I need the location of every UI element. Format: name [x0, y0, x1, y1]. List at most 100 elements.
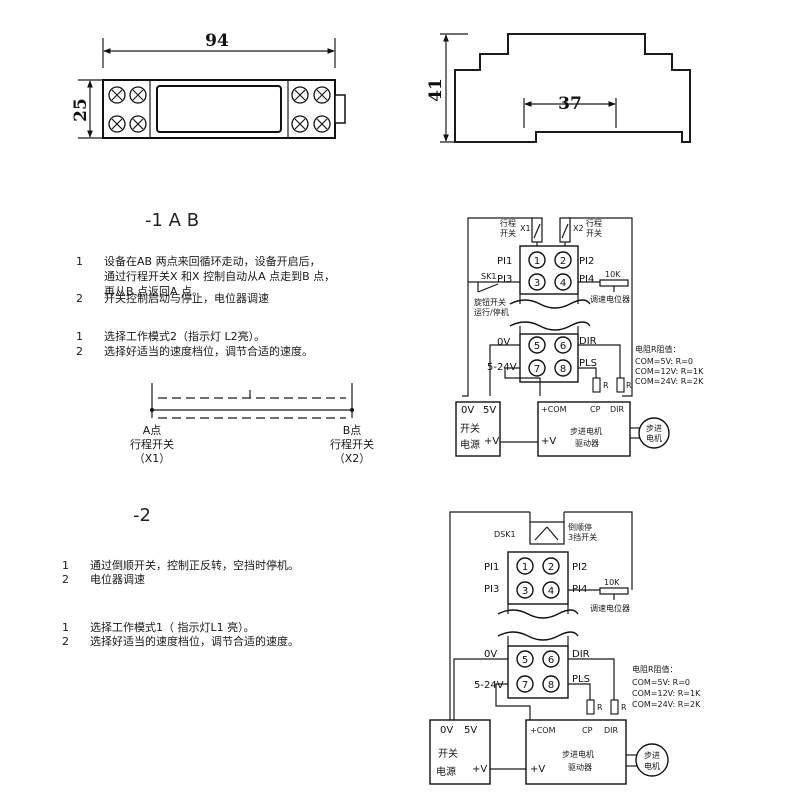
res-row-1-1: COM=5V: R=0 — [635, 357, 693, 366]
item-1-number: 1 — [76, 255, 83, 268]
s2-step-2-text: 选择好适当的速度档位，调节合适的速度。 — [90, 634, 299, 648]
drv-name-1: 步进电机 — [570, 426, 602, 436]
terminal-2-7: 7 — [516, 675, 534, 693]
terminal-2-4: 4 — [542, 581, 560, 599]
section-2-text: -2 1 通过倒顺开关，控制正反转，空挡时停机。 2 电位器调速 1 选择工作模… — [62, 505, 299, 648]
res-row-1-3: COM=24V: R=2K — [635, 377, 704, 386]
s2-item-1-text: 通过倒顺开关，控制正反转，空挡时停机。 — [90, 558, 299, 572]
drv-plus: +V — [541, 436, 556, 447]
s2-item-2-text: 电位器调速 — [90, 572, 145, 586]
ov-label: 0V — [497, 337, 510, 348]
drv2-name-1: 步进电机 — [562, 749, 594, 759]
rail-dimension: 37 — [558, 94, 582, 114]
terminal-2-6: 6 — [542, 650, 560, 668]
s2-step-1-number: 1 — [62, 621, 69, 634]
terminal-7: 7 — [528, 359, 546, 377]
svg-text:3: 3 — [534, 278, 540, 289]
motor-1 — [638, 417, 670, 449]
item-2-number: 2 — [76, 292, 83, 305]
svg-text:4: 4 — [560, 278, 566, 289]
r2-label: R — [626, 381, 632, 390]
svg-text:6: 6 — [548, 655, 554, 666]
pls-label: PLS — [579, 358, 597, 369]
travel-path-diagram: A点 行程开关 （X1） B点 行程开关 （X2） — [130, 383, 374, 465]
item-1-line-1: 设备在AB 两点来回循环走动，设备开启后， — [104, 254, 321, 268]
res-row-2-1: COM=5V: R=0 — [632, 678, 690, 687]
terminal-2-2: 2 — [542, 557, 560, 575]
motor-2-label-2: 电机 — [644, 761, 660, 771]
dsk1-desc-2: 3挡开关 — [568, 532, 597, 542]
terminal-2-5: 5 — [516, 650, 534, 668]
sk1-label: SK1 — [481, 272, 496, 281]
drv-com: +COM — [541, 405, 567, 414]
drv2-dir: DIR — [604, 726, 619, 735]
point-a-id: （X1） — [134, 452, 171, 465]
svg-text:1: 1 — [534, 256, 540, 267]
sk1-desc-1: 旋钮开关 — [474, 297, 506, 307]
terminal-8: 8 — [554, 359, 572, 377]
terminal-2-1: 1 — [516, 557, 534, 575]
terminal-1: 1 — [528, 251, 546, 269]
psu2-plus: +V — [472, 764, 487, 775]
psu-0v: 0V — [461, 405, 474, 416]
depth-dimension: 41 — [426, 78, 446, 102]
point-b-id: （X2） — [334, 452, 371, 465]
pin2-pi2: PI2 — [572, 562, 587, 573]
terminal-2-8: 8 — [542, 675, 560, 693]
drv2-plus: +V — [530, 764, 545, 775]
pin2-pi1: PI1 — [484, 562, 499, 573]
motor-1-label-1: 步进 — [646, 424, 662, 433]
sk1-desc-2: 运行/停机 — [474, 307, 509, 317]
dsk1-desc-1: 倒顺停 — [568, 522, 592, 532]
module-front-view: 94 25 — [71, 31, 346, 139]
item-1-line-3: 再从B 点返回A 点。 — [104, 285, 203, 298]
motor-1-label-2: 电机 — [646, 433, 662, 443]
psu2-name-2: 电源 — [436, 765, 456, 778]
dir2-label: DIR — [572, 649, 590, 660]
res-row-1-2: COM=12V: R=1K — [635, 367, 704, 376]
psu-plus: +V — [484, 436, 499, 447]
pin-pi3: PI3 — [497, 274, 512, 285]
pls2-label: PLS — [572, 674, 590, 685]
limit-switch-label-left-1: 行程 — [500, 218, 516, 228]
step-2-number: 2 — [76, 345, 83, 358]
section-1-text: -1 A B 1 设备在AB 两点来回循环走动，设备开启后， 通过行程开关X 和… — [76, 210, 335, 358]
psu2-name-1: 开关 — [438, 747, 458, 760]
drv-cp: CP — [590, 405, 601, 414]
res-row-2-2: COM=12V: R=1K — [632, 689, 701, 698]
s2-item-2-number: 2 — [62, 573, 69, 586]
step-1-number: 1 — [76, 330, 83, 343]
x1-label: X1 — [520, 224, 531, 233]
height-dimension: 25 — [71, 98, 91, 122]
psu-name-1: 开关 — [460, 422, 480, 435]
svg-text:8: 8 — [548, 680, 554, 691]
item-2-line-1: 开关控制启动与停止，电位器调速 — [104, 291, 269, 305]
pot2-label: 调速电位器 — [590, 603, 630, 613]
psu-5v: 5V — [483, 405, 496, 416]
pin-pi2: PI2 — [579, 256, 594, 267]
psu-name-2: 电源 — [460, 438, 480, 451]
motor-2 — [635, 743, 669, 777]
section-1-heading: -1 A B — [145, 210, 199, 231]
x2-label: X2 — [573, 224, 584, 233]
wiring-diagram-2: DSK1 倒顺停 3挡开关 1 2 3 4 PI1 PI2 PI3 PI4 10… — [429, 511, 701, 785]
supply-label: 5-24V — [487, 362, 517, 373]
dsk1-label: DSK1 — [494, 530, 516, 539]
point-b-label: B点 — [343, 424, 362, 437]
svg-text:5: 5 — [522, 655, 528, 666]
section-2-heading: -2 — [133, 505, 151, 526]
drv2-cp: CP — [582, 726, 593, 735]
pin2-pi3: PI3 — [484, 584, 499, 595]
pin-pi4: PI4 — [579, 274, 594, 285]
psu2-0v: 0V — [440, 725, 453, 736]
point-b-switch: 行程开关 — [330, 437, 374, 451]
svg-text:4: 4 — [548, 586, 554, 597]
limit-switch-label-right-2: 开关 — [586, 228, 602, 238]
terminal-6: 6 — [554, 336, 572, 354]
terminal-screws — [108, 86, 331, 133]
svg-text:2: 2 — [548, 562, 554, 573]
drv-name-2: 驱动器 — [575, 438, 599, 448]
supply2-label: 5-24V — [474, 680, 504, 691]
module-side-view: 41 37 — [426, 33, 691, 143]
